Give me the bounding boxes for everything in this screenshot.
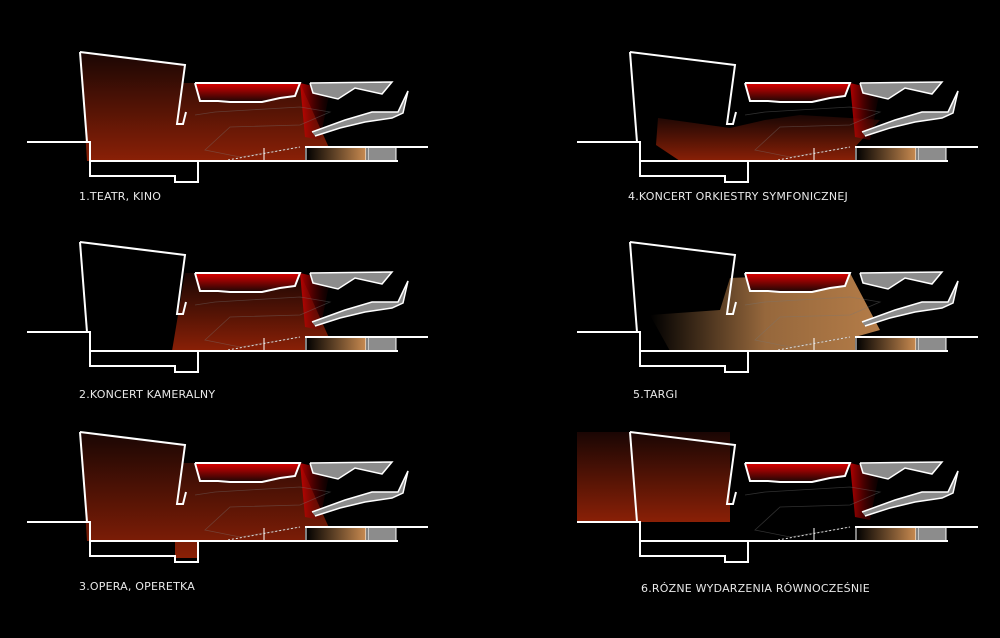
ground-basement-outline	[577, 521, 749, 563]
balcony-outline	[194, 82, 302, 103]
outside-event-zone	[577, 432, 730, 522]
upper-balcony	[195, 83, 300, 102]
foyer-box	[855, 336, 917, 352]
fair-zone	[650, 273, 880, 351]
ground-basement-outline	[27, 141, 199, 183]
section-panel-1	[27, 51, 428, 183]
interior-lines	[744, 296, 882, 348]
audience-zone	[172, 273, 330, 351]
service-box	[367, 146, 397, 162]
orchestra-zone	[656, 115, 880, 161]
balcony-outline	[744, 462, 852, 483]
foyer-box	[305, 336, 367, 352]
fly-tower-outline	[629, 431, 737, 505]
ground-basement-outline	[577, 141, 749, 183]
ground-basement-outline	[577, 331, 749, 373]
panel-label-3: 3.OPERA, OPERETKA	[79, 580, 195, 593]
upper-balcony	[745, 273, 850, 292]
gallery-lower	[862, 281, 958, 326]
balcony-outline	[194, 272, 302, 293]
fly-tower-left	[629, 241, 638, 333]
upper-balcony	[195, 273, 300, 292]
audience-zone	[80, 432, 330, 558]
service-box	[367, 336, 397, 352]
fly-tower-outline	[79, 431, 187, 505]
stage-light	[300, 273, 330, 330]
section-panel-3	[27, 431, 428, 563]
fly-tower-left	[629, 51, 638, 143]
gallery-lower	[312, 281, 408, 326]
fly-tower-left	[629, 431, 638, 523]
interior-lines	[744, 106, 882, 158]
service-box	[917, 526, 947, 542]
stage-light	[300, 83, 330, 140]
stage-light	[850, 83, 880, 140]
fly-tower-left	[79, 241, 88, 333]
foyer-box	[305, 146, 367, 162]
fly-tower-left	[79, 51, 88, 143]
gallery-lower	[312, 91, 408, 136]
gallery-lower	[862, 91, 958, 136]
ground-basement-outline	[27, 521, 199, 563]
section-panel-4	[577, 51, 978, 183]
section-panel-2	[27, 241, 428, 373]
fly-tower-outline	[629, 241, 737, 315]
service-box	[367, 526, 397, 542]
fly-tower-outline	[79, 241, 187, 315]
panel-label-5: 5.TARGI	[633, 388, 678, 401]
section-panel-6	[577, 431, 978, 563]
upper-balcony	[195, 463, 300, 482]
upper-balcony	[745, 463, 850, 482]
fly-tower-left	[79, 431, 88, 523]
service-box	[917, 336, 947, 352]
balcony-outline	[744, 272, 852, 293]
interior-lines	[194, 106, 332, 158]
upper-balcony	[745, 83, 850, 102]
fly-tower-outline	[79, 51, 187, 125]
foyer-box	[855, 146, 917, 162]
panel-label-4: 4.KONCERT ORKIESTRY SYMFONICZNEJ	[628, 190, 848, 203]
stage-light	[850, 463, 880, 520]
interior-lines	[194, 486, 332, 538]
foyer-box	[305, 526, 367, 542]
service-box	[917, 146, 947, 162]
section-panel-5	[577, 241, 978, 373]
balcony-outline	[744, 82, 852, 103]
fly-tower-outline	[629, 51, 737, 125]
foyer-box	[855, 526, 917, 542]
stage-light	[300, 463, 330, 520]
panel-label-2: 2.KONCERT KAMERALNY	[79, 388, 216, 401]
panel-label-1: 1.TEATR, KINO	[79, 190, 162, 203]
interior-lines	[194, 296, 332, 348]
balcony-outline	[194, 462, 302, 483]
interior-lines	[744, 486, 882, 538]
gallery-lower	[312, 471, 408, 516]
audience-zone	[80, 52, 330, 161]
ground-basement-outline	[27, 331, 199, 373]
panel-label-6: 6.RÓZNE WYDARZENIA RÓWNOCZEŚNIE	[641, 582, 870, 595]
gallery-lower	[862, 471, 958, 516]
